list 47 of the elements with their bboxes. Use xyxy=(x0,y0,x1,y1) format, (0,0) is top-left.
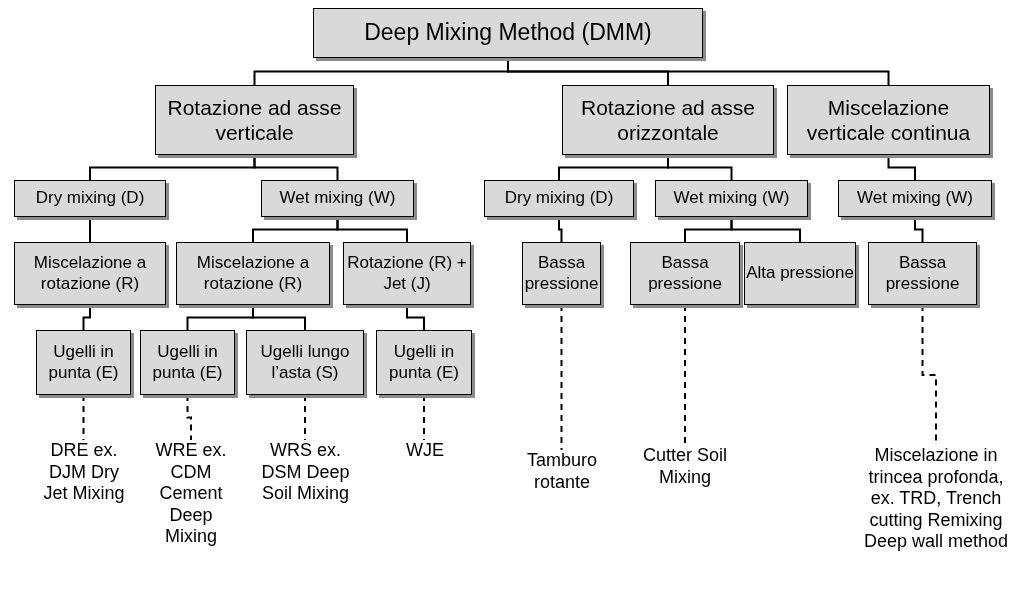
method-description: Tamburo rotante xyxy=(526,450,598,494)
category-box xyxy=(630,242,740,305)
box-label: Bassa pressione xyxy=(884,253,961,294)
category-box xyxy=(376,330,472,395)
method-description: WJE xyxy=(406,440,444,462)
box-label: Deep Mixing Method (DMM) xyxy=(364,19,652,47)
box-label: Rotazione (R) + Jet (J) xyxy=(346,253,468,294)
category-box xyxy=(14,180,166,217)
box-label: Alta pressione xyxy=(746,263,854,284)
box-label: Rotazione ad asse verticale xyxy=(166,94,343,146)
category-box xyxy=(522,242,601,305)
box-label: Ugelli lungo l’asta (S) xyxy=(259,342,351,383)
box-label: Miscelazione a rotazione (R) xyxy=(195,253,311,294)
box-label: Dry mixing (D) xyxy=(35,188,145,209)
category-box xyxy=(155,85,354,155)
method-description: WRE ex. CDM Cement Deep Mixing xyxy=(154,440,228,548)
box-label: Wet mixing (W) xyxy=(857,188,973,209)
category-box xyxy=(36,330,131,395)
box-label: Miscelazione a rotazione (R) xyxy=(32,253,148,294)
box-label: Ugelli in punta (E) xyxy=(47,342,120,383)
box-label: Wet mixing (W) xyxy=(673,188,790,209)
category-box xyxy=(655,180,808,217)
category-box xyxy=(744,242,856,305)
box-label: Miscelazione verticale continua xyxy=(805,94,972,146)
method-description: WRS ex. DSM Deep Soil Mixing xyxy=(260,440,351,505)
category-box xyxy=(176,242,330,305)
category-box xyxy=(868,242,977,305)
root-box xyxy=(313,8,703,58)
category-box xyxy=(246,330,364,395)
method-description: DRE ex. DJM Dry Jet Mixing xyxy=(42,440,126,505)
box-label: Bassa pressione xyxy=(523,253,600,294)
box-label: Dry mixing (D) xyxy=(504,188,614,209)
category-box xyxy=(140,330,235,395)
category-box xyxy=(562,85,774,155)
category-box xyxy=(261,180,414,217)
box-label: Rotazione ad asse orizzontale xyxy=(580,94,756,146)
category-box xyxy=(838,180,992,217)
method-description: Miscelazione in trincea profonda, ex. TRD, Trench cutting Remixing Deep wall method xyxy=(862,445,1010,553)
box-label: Ugelli in punta (E) xyxy=(388,342,460,383)
category-box xyxy=(14,242,166,305)
box-label: Bassa pressione xyxy=(647,253,723,294)
box-label: Ugelli in punta (E) xyxy=(151,342,224,383)
category-box xyxy=(787,85,990,155)
method-description: Cutter Soil Mixing xyxy=(641,445,728,489)
category-box xyxy=(343,242,471,305)
box-label: Wet mixing (W) xyxy=(279,188,396,209)
category-box xyxy=(484,180,634,217)
